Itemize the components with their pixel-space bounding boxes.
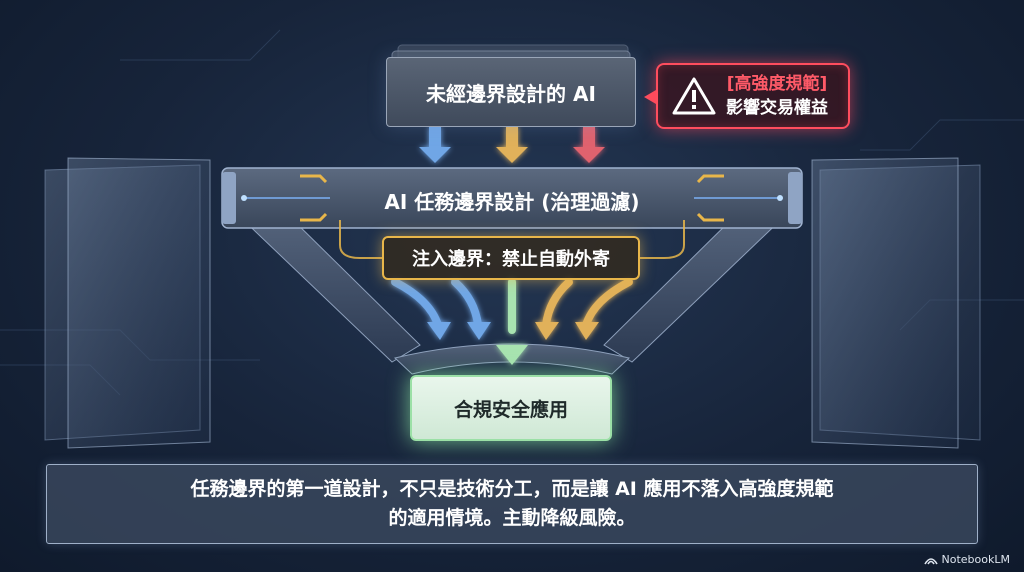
brand-watermark: NotebookLM [923,553,1010,566]
injection-label: 注入邊界：禁止自動外寄 [412,249,610,270]
warning-subtitle: 影響交易權益 [726,98,828,118]
warning-box: [高強度規範] 影響交易權益 [656,63,850,129]
left-glass-panels [44,157,211,449]
source-ai-box: 未經邊界設計的 AI [386,57,636,127]
flow-arrowheads [427,322,599,365]
brand-label: NotebookLM [941,553,1010,566]
source-ai-label: 未經邊界設計的 AI [426,81,596,106]
governance-label-box: AI 任務邊界設計 (治理過濾) [330,180,694,220]
right-glass-panels [811,157,981,449]
caption-text: 任務邊界的第一道設計，不只是技術分工，而是讓 AI 應用不落入高強度規範 的適用… [190,478,834,529]
injection-bracket [339,220,685,259]
injection-box: 注入邊界：禁止自動外寄 [382,236,640,280]
governance-label: AI 任務邊界設計 (治理過濾) [384,189,640,214]
result-label: 合規安全應用 [453,398,568,421]
flow-arrows [391,278,633,334]
notebooklm-logo-icon [923,557,938,564]
result-box: 合規安全應用 [410,375,612,441]
caption-box: 任務邊界的第一道設計，不只是技術分工，而是讓 AI 應用不落入高強度規範 的適用… [46,464,978,544]
governance-bar [221,167,803,229]
warning-title: [高強度規範] [726,74,828,94]
warning-pointer [644,90,656,104]
warning-triangle-icon [672,77,716,115]
input-arrows [419,127,605,163]
